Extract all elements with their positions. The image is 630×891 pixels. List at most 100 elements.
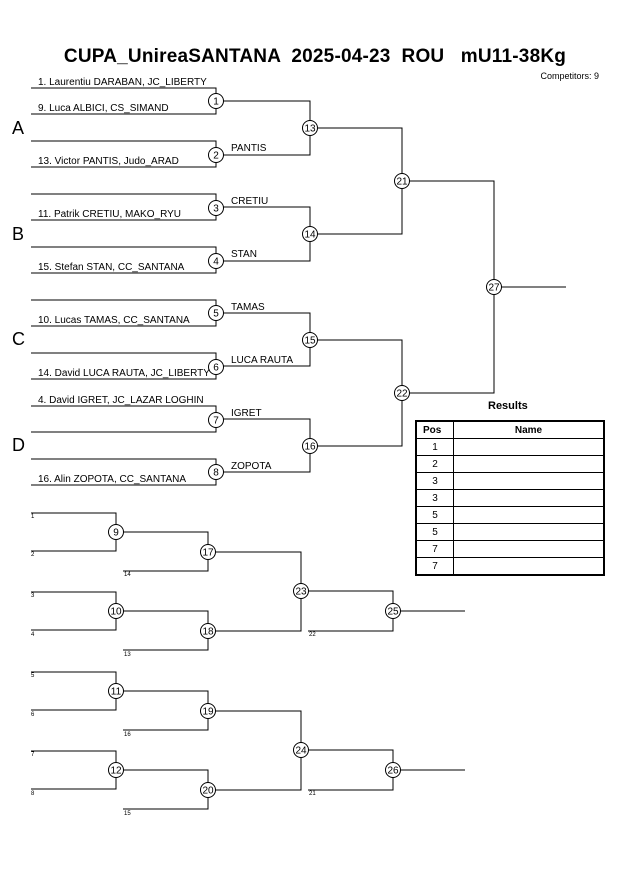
competitor-name: 10. Lucas TAMAS, CC_SANTANA [38,315,190,326]
match-number-circle [302,332,318,348]
match-number-circle [208,359,224,375]
match-number-circle [200,544,216,560]
match-number: 10 [110,607,122,618]
match-number: 14 [304,230,316,241]
repechage-source-label: 4 [31,632,35,638]
results-athlete-name [453,557,605,576]
repechage-line [31,591,117,631]
match-number: 19 [202,707,214,718]
competitor-name: 9. Luca ALBICI, CS_SIMAND [38,103,169,114]
results-position: 2 [415,455,454,473]
match-number: 25 [387,607,399,618]
competitor-name: 15. Stefan STAN, CC_SANTANA [38,262,185,273]
winner-name: IGRET [231,408,262,419]
repechage-source-label: 21 [309,791,316,797]
results-athlete-name [453,523,605,541]
results-position: 5 [415,506,454,524]
bracket-line [402,180,495,394]
match-number-circle [302,438,318,454]
match-number-circle [200,782,216,798]
winner-name: STAN [231,249,257,260]
match-number: 21 [396,177,408,188]
repechage-line [31,750,117,790]
repechage-source-label: 15 [124,811,131,817]
match-number: 26 [387,766,399,777]
bracket-line [310,127,403,235]
pool-letter: D [12,435,25,455]
match-number-circle [108,762,124,778]
competitor-name: 13. Victor PANTIS, Judo_ARAD [38,156,179,167]
results-name-header: Name [453,420,605,439]
match-number: 5 [213,309,219,320]
match-number: 27 [488,283,500,294]
match-number: 16 [304,442,316,453]
page-title: CUPA_UnireaSANTANA 2025-04-23 ROU mU11-3… [63,46,567,67]
results-row: 5 [415,523,605,541]
repechage-source-label: 16 [124,732,131,738]
match-number: 8 [213,468,219,479]
bracket-line [31,405,217,433]
winner-name: ZOPOTA [231,461,272,472]
match-number: 2 [213,151,219,162]
results-athlete-name [453,540,605,558]
repechage-source-label: 14 [124,572,131,578]
results-position: 3 [415,489,454,507]
match-number-circle [385,603,401,619]
results-row: 3 [415,489,605,507]
results-athlete-name [453,489,605,507]
match-number-circle [108,524,124,540]
repechage-line [116,610,209,651]
match-number-circle [208,93,224,109]
match-number: 17 [202,548,214,559]
repechage-line [208,710,302,791]
results-position: 5 [415,523,454,541]
competitor-name: 16. Alin ZOPOTA, CC_SANTANA [38,474,186,485]
results-row: 1 [415,438,605,456]
match-number-circle [394,385,410,401]
match-number-circle [293,583,309,599]
results-row: 5 [415,506,605,524]
match-number-circle [486,279,502,295]
match-number-circle [208,464,224,480]
match-number-circle [293,742,309,758]
pool-letter: B [12,224,24,244]
match-number: 9 [113,528,119,539]
competitor-name: 14. David LUCA RAUTA, JC_LIBERTY [38,368,210,379]
match-number: 11 [111,687,122,698]
match-number: 13 [304,124,316,135]
competitor-name: 1. Laurentiu DARABAN, JC_LIBERTY [38,77,207,88]
match-number-circle [208,147,224,163]
pool-letter: A [12,118,24,138]
match-number: 7 [213,416,219,427]
winner-name: LUCA RAUTA [231,355,293,366]
match-number-circle [302,226,318,242]
results-position: 7 [415,540,454,558]
match-number-circle [208,412,224,428]
results-pos-header: Pos [415,420,454,439]
match-number-circle [208,253,224,269]
results-row: 2 [415,455,605,473]
repechage-source-label: 1 [31,514,35,520]
repechage-source-label: 22 [309,632,316,638]
match-number: 4 [213,257,219,268]
match-number-circle [200,703,216,719]
results-header-row: Pos Name [415,420,605,439]
match-number: 3 [213,204,219,215]
match-number-circle [302,120,318,136]
repechage-line [31,512,117,552]
repechage-source-label: 3 [31,593,35,599]
match-number-circle [385,762,401,778]
winner-name: TAMAS [231,302,265,313]
repechage-line [116,690,209,731]
competitor-name: 4. David IGRET, JC_LAZAR LOGHIN [38,395,204,406]
repechage-line [116,531,209,572]
repechage-source-label: 6 [31,712,35,718]
match-number: 23 [295,587,307,598]
pool-letter: C [12,329,25,349]
bracket-line [310,339,403,447]
match-number-circle [208,305,224,321]
repechage-line [301,749,394,791]
results-row: 7 [415,557,605,576]
